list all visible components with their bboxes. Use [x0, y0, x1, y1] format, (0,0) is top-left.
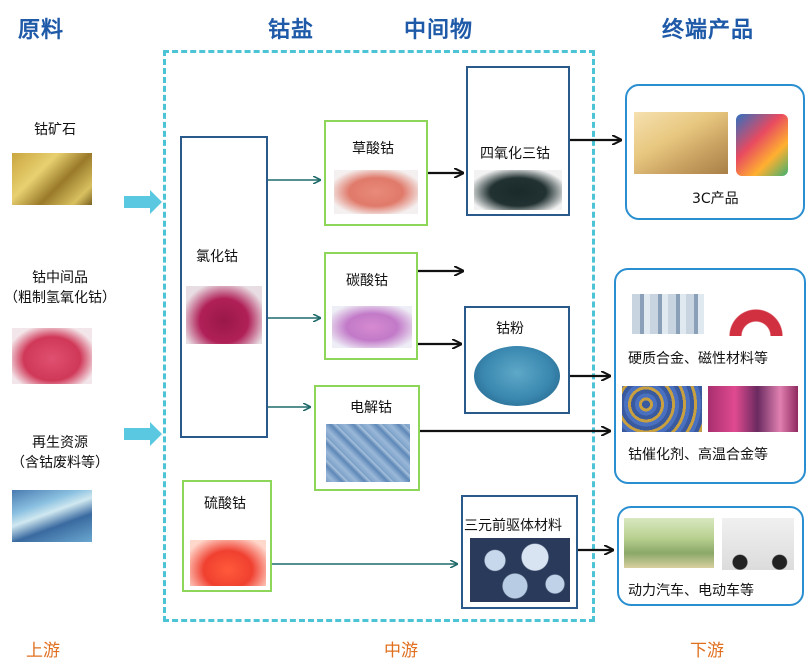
- cobalt-carbonate-label: 碳酸钴: [346, 273, 388, 289]
- ternary-precursor-image: [470, 538, 570, 602]
- electric-scooter-image: [722, 518, 794, 570]
- cobalt-oxalate-label: 草酸钴: [352, 141, 394, 157]
- input-arrow-upper: [124, 190, 162, 214]
- electrolytic-cobalt-image: [326, 424, 410, 482]
- product-vehicles-label: 动力汽车、电动车等: [628, 583, 754, 599]
- cobalt-powder-image: [474, 346, 560, 406]
- input-arrow-lower: [124, 422, 162, 446]
- header-raw-materials: 原料: [18, 18, 65, 43]
- magnet-image: [722, 290, 790, 336]
- laptop-image: [634, 112, 728, 174]
- hard-alloy-image: [632, 294, 704, 334]
- footer-midstream: 中游: [384, 641, 418, 661]
- high-temp-alloy-image: [708, 386, 798, 432]
- raw-ore-label: 钴矿石: [34, 122, 76, 138]
- header-cobalt-salts: 钴盐: [268, 18, 315, 43]
- electrolytic-cobalt-label: 电解钴: [350, 400, 392, 416]
- product-catalyst-label: 钴催化剂、高温合金等: [628, 447, 768, 463]
- cobalt-sulfate-image: [190, 540, 266, 586]
- catalyst-image: [622, 386, 702, 432]
- ternary-precursor-label: 三元前驱体材料: [464, 518, 562, 534]
- cobalt-powder-label: 钴粉: [496, 321, 524, 337]
- product-3c-label: 3C产品: [692, 191, 739, 207]
- footer-downstream: 下游: [690, 641, 724, 661]
- cobalt-oxalate-image: [334, 170, 418, 214]
- raw-intermediate-label: 钴中间品 （粗制氢氧化钴）: [4, 270, 116, 306]
- recycled-scrap-image: [12, 490, 92, 542]
- header-intermediates: 中间物: [404, 18, 474, 43]
- smartphone-image: [736, 114, 788, 176]
- crude-hydroxide-image: [12, 328, 92, 384]
- ore-mine-image: [12, 153, 92, 205]
- cobalt-carbonate-image: [332, 306, 412, 348]
- footer-upstream: 上游: [26, 641, 60, 661]
- product-alloy-label: 硬质合金、磁性材料等: [628, 351, 768, 367]
- cobalt-chloride-image: [186, 286, 262, 344]
- electric-car-image: [624, 518, 714, 568]
- cobalt-chloride-label: 氯化钴: [196, 249, 238, 265]
- cobalt-tetroxide-image: [474, 170, 562, 210]
- header-end-products: 终端产品: [662, 18, 755, 43]
- cobalt-tetroxide-label: 四氧化三钴: [480, 146, 550, 162]
- cobalt-sulfate-label: 硫酸钴: [204, 496, 246, 512]
- midstream-dashed-region: [163, 50, 595, 622]
- raw-recycled-label: 再生资源 （含钴废料等）: [11, 435, 109, 471]
